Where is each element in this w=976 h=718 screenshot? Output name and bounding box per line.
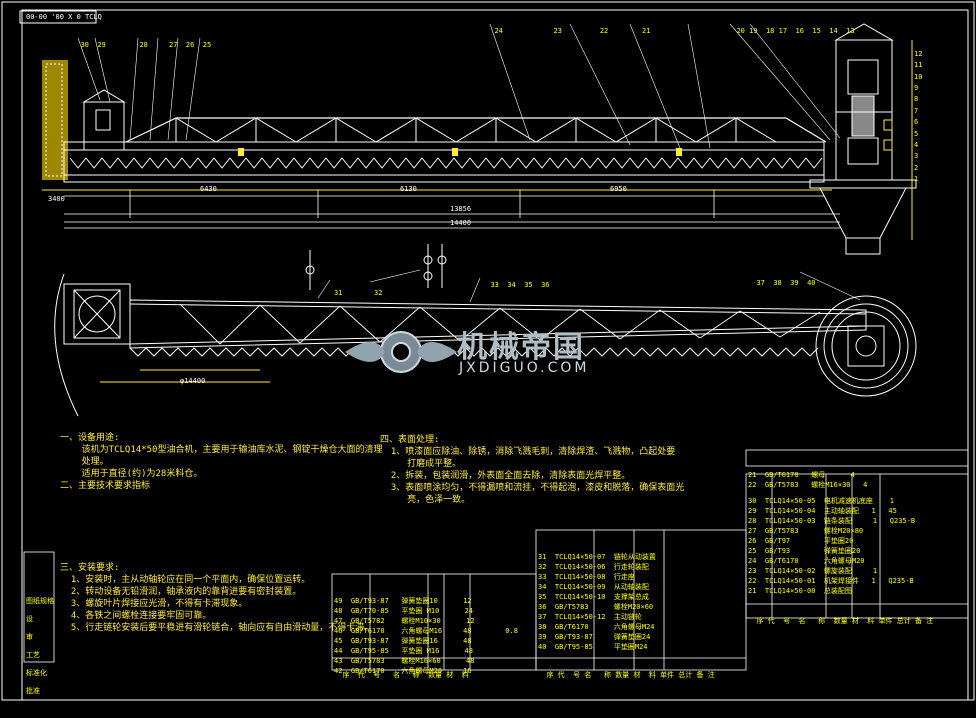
notes-title-2: 二、主要技术要求指标 <box>60 481 151 491</box>
screw-flights <box>69 157 823 169</box>
notes-title-1: 一、设备用途: <box>60 433 120 443</box>
dim-13856: 13856 <box>450 205 472 213</box>
plan-screw-teeth <box>129 347 819 357</box>
bom-tables <box>23 449 969 671</box>
bom-right-header: 序 代 号 名 称 数量 材 料 单件 总计 备 注 <box>756 617 934 625</box>
callouts-top-right: 20 19 18 17 16 15 14 13 <box>736 27 855 35</box>
dim-14400: 14400 <box>450 219 472 227</box>
cad-drawing-canvas <box>1 1 975 701</box>
hopper <box>819 187 907 239</box>
detail-parts <box>305 244 447 290</box>
bom-mid-header: 序 代 号 名 称 数量 材 料 单件 总计 备 注 <box>546 671 715 679</box>
left-drive-head <box>83 101 125 151</box>
callouts-top-left: 30 29 28 27 26 25 <box>80 41 212 49</box>
frame-border <box>21 9 969 701</box>
notes-surface: 四、表面处理: 1、喷漆面应除油、除锈，消除飞溅毛刺，清除焊渣、飞溅物，凸起处要… <box>380 435 685 505</box>
left-stamp: 图纸规格设审工艺标准化批准 <box>26 597 54 695</box>
sheet-code: 00-00 '00 X 0 TCLQ <box>26 13 102 21</box>
callout-31: 31 <box>334 289 343 297</box>
elevation-view <box>42 23 917 255</box>
dim-6950: 6950 <box>610 185 627 193</box>
dim-3400: 3400 <box>48 195 65 203</box>
plan-right-ring <box>815 295 917 397</box>
dim-6130: 6130 <box>400 185 417 193</box>
dim-phi14400: φ14400 <box>180 377 206 385</box>
notes-title-4: 四、表面处理: <box>380 435 440 445</box>
main-beam <box>63 141 825 183</box>
callout-32: 32 <box>374 289 383 297</box>
plan-arm <box>129 299 867 349</box>
notes-title-3: 三、安装要求: <box>60 563 120 573</box>
watermark-title: 机械帝国 <box>457 330 585 365</box>
callouts-top-mid: 24 23 22 21 <box>494 27 651 35</box>
dim-6430: 6430 <box>200 185 217 193</box>
platform <box>809 179 917 189</box>
bom-left-header: 序 代 号 名 称 数量 材 料 <box>342 671 469 679</box>
callouts-plan-right: 37 38 39 40 <box>756 279 816 287</box>
notes-usage: 一、设备用途: 该机为TCLQ14*50型油合机，主要用于输油库水泥、钢锭干燥仓… <box>60 433 383 491</box>
watermark-subtitle: JXDIGUO.COM <box>459 360 590 376</box>
watermark-logo: 机械帝国 JXDIGUO.COM <box>345 322 645 386</box>
notes-install: 三、安装要求: 1、安装时，主从动轴轮应在同一个平面内，确保位置运转。 2、转动… <box>60 563 374 633</box>
callouts-plan-mid: 33 34 35 36 <box>490 281 550 289</box>
plan-view <box>54 244 917 417</box>
sheet-code-stamp <box>19 10 97 24</box>
